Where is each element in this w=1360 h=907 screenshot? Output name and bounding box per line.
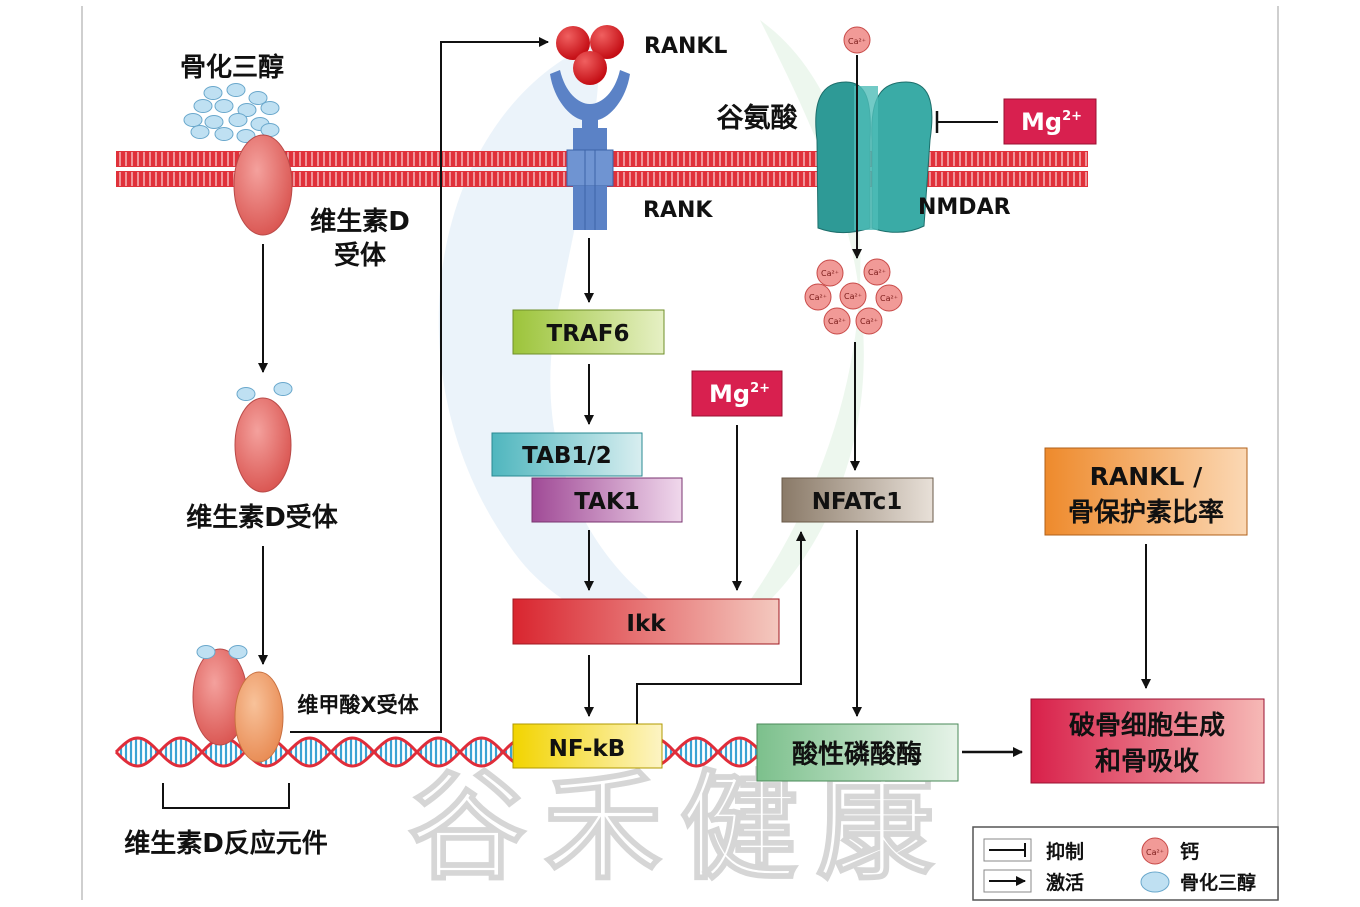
result-box (1030, 698, 1265, 784)
calcium-ion-label: Ca²⁺ (821, 269, 839, 278)
nmdar-channel (815, 81, 933, 233)
ratio-box (1044, 447, 1248, 536)
legend-calcitriol-label: 骨化三醇 (1180, 871, 1256, 894)
nfkb-box (512, 723, 663, 769)
calcium-ion (863, 258, 891, 286)
calcitriol-molecule (190, 125, 210, 139)
membrane-vdr-label-2: 受体 (334, 240, 387, 271)
calcitriol-molecule (260, 101, 280, 115)
glutamate-label: 谷氨酸 (717, 103, 799, 134)
nfatc1-label: NFATc1 (812, 489, 903, 515)
mg-top-label: Mg2+ (1021, 108, 1082, 136)
acp-box (756, 723, 959, 782)
acp-label: 酸性磷酸酶 (792, 740, 922, 770)
rxr-label: 维甲酸X受体 (297, 693, 419, 717)
calcitriol-molecule (226, 83, 246, 97)
calcitriol-molecule (228, 113, 248, 127)
ikk-box (512, 598, 780, 645)
tak1-box (531, 477, 683, 523)
vdre-bracket (162, 783, 290, 809)
legend-calcium-icon-label: Ca²⁺ (1146, 848, 1164, 857)
tak1-label: TAK1 (574, 489, 640, 515)
nfkb-label: NF-kB (549, 736, 626, 762)
calcium-ion (875, 284, 903, 312)
legend-calcium-label: 钙 (1180, 840, 1199, 863)
vdr-bound-calcitriol-2 (273, 382, 293, 396)
result-label-2: 和骨吸收 (1095, 747, 1199, 777)
rankl-ligand (556, 25, 624, 85)
calcitriol-molecule (214, 127, 234, 141)
legend-calcium-icon (1141, 837, 1169, 865)
calcitriol-molecules (183, 83, 280, 143)
arrow-nfkb-nfatc1 (636, 531, 806, 724)
calcitriol-molecule (214, 99, 234, 113)
traf6-label: TRAF6 (547, 321, 630, 347)
result-label-1: 破骨细胞生成 (1069, 710, 1225, 741)
calcitriol-molecule (237, 103, 257, 117)
rankl-label: RANKL (644, 34, 727, 59)
mg-box-middle (691, 370, 783, 417)
calcitriol-label: 骨化三醇 (180, 52, 284, 83)
ikk-label: Ikk (626, 611, 666, 637)
calcium-ion (804, 283, 832, 311)
rank-receptor (550, 70, 630, 230)
ratio-label-1: RANKL / (1090, 462, 1204, 491)
calcitriol-molecule (203, 86, 223, 100)
tab12-box (491, 432, 643, 477)
vdr-label: 维生素D受体 (186, 502, 339, 533)
mg-middle-label: Mg2+ (709, 380, 770, 408)
nmdar-label: NMDAR (918, 195, 1011, 220)
vdr-bound-calcitriol-1 (236, 387, 256, 401)
calcium-cluster: Ca²⁺ Ca²⁺ Ca²⁺ Ca²⁺ Ca²⁺ Ca²⁺ Ca²⁺ (804, 258, 903, 335)
mg-box-top (1003, 98, 1097, 145)
calcium-ion (816, 259, 844, 287)
calcitriol-molecule (193, 99, 213, 113)
arrow-gene-to-rankl (290, 37, 549, 733)
calcitriol-molecule (183, 113, 203, 127)
traf6-box (512, 309, 665, 355)
ca-ion-top (843, 26, 871, 54)
dna-vdr-calcitriol-1 (196, 645, 216, 659)
calcium-ion (823, 307, 851, 335)
nfatc1-box (781, 477, 934, 523)
vdre-label: 维生素D反应元件 (124, 828, 328, 859)
legend-calcitriol-icon (1140, 871, 1170, 893)
calcium-ion (839, 282, 867, 310)
calcium-ion-label: Ca²⁺ (880, 294, 898, 303)
calcium-ion (855, 307, 883, 335)
calcium-ion-label: Ca²⁺ (809, 293, 827, 302)
calcium-ion-label: Ca²⁺ (860, 317, 878, 326)
dna-vdr-calcitriol-2 (228, 645, 248, 659)
cytosolic-vdr-shape (234, 397, 292, 493)
calcitriol-molecule (204, 115, 224, 129)
ratio-label-2: 骨保护素比率 (1068, 497, 1224, 528)
calcium-ion-label: Ca²⁺ (868, 268, 886, 277)
legend-activate-label: 激活 (1046, 871, 1084, 894)
calcium-ion-label: Ca²⁺ (844, 292, 862, 301)
tab12-label: TAB1/2 (522, 443, 612, 469)
legend-inhibit-label: 抑制 (1046, 840, 1084, 863)
rank-label: RANK (643, 198, 713, 223)
ca-ion-top-label: Ca²⁺ (848, 37, 866, 46)
membrane-vdr-shape (233, 134, 293, 236)
rxr-shape (234, 671, 284, 763)
legend: 抑制 激活 Ca²⁺ 钙 骨化三醇 (972, 826, 1279, 901)
calcitriol-molecule (248, 91, 268, 105)
membrane-vdr-label-1: 维生素D (310, 206, 410, 237)
calcium-ion-label: Ca²⁺ (828, 317, 846, 326)
